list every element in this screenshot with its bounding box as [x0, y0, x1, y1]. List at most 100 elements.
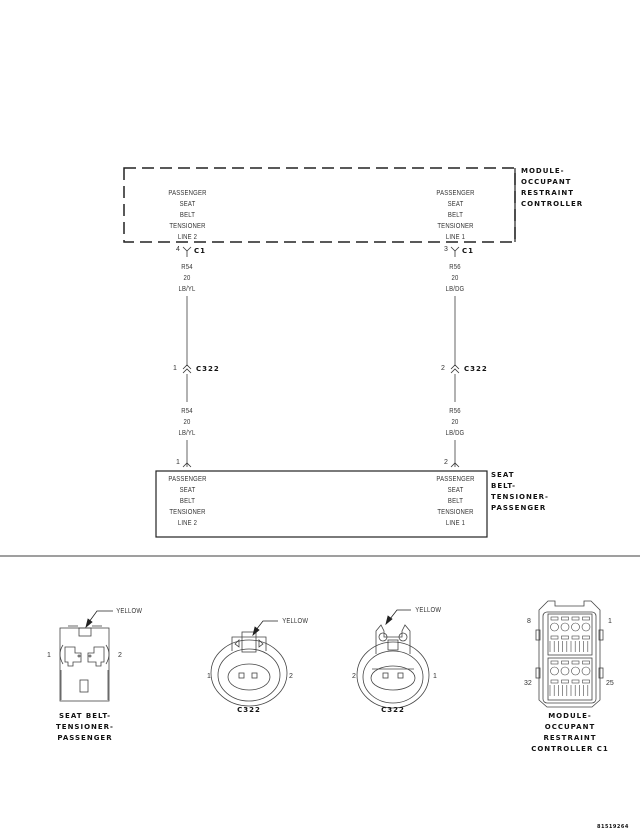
- c322-b-yellow-leader: [385, 609, 411, 626]
- cavity-latch: [550, 635, 559, 640]
- cavity-latch: [582, 660, 590, 665]
- caption-line: C322: [237, 706, 261, 714]
- tensioner-pin-right: 2: [444, 459, 448, 466]
- cavity-latch: [582, 616, 590, 621]
- tensioner-connector-face: [59, 625, 110, 702]
- circuit-text: BELT: [179, 498, 196, 505]
- caption-line: RESTRAINT: [543, 734, 597, 742]
- tensioner-face-pin-2: 2: [118, 652, 122, 659]
- c322-pin-left: 1: [173, 365, 177, 372]
- cavity-latch: [550, 660, 559, 665]
- caption-line: OCCUPANT: [544, 723, 596, 731]
- wire-circuit: R54: [181, 264, 193, 271]
- module-name: MODULE- OCCUPANT RESTRAINT CONTROLLER: [521, 166, 583, 210]
- tensioner-yellow-leader: [85, 610, 113, 629]
- circuit-text: TENSIONER: [169, 223, 206, 230]
- module-c1-caption: MODULE- OCCUPANT RESTRAINT CONTROLLER C1: [520, 711, 620, 755]
- tensioner-face-pin-1: 1: [47, 652, 51, 659]
- tensioner-pin1-symbol: [182, 462, 192, 468]
- circuit-text: BELT: [179, 212, 196, 219]
- circuit-text: TENSIONER: [169, 509, 206, 516]
- circuit-text: PASSENGER: [436, 476, 475, 483]
- tensioner-name: SEAT BELT- TENSIONER- PASSENGER: [491, 470, 549, 514]
- caption-line: MODULE-: [548, 712, 592, 720]
- c1-label-right: C1: [462, 247, 475, 255]
- caption-line: PASSENGER: [57, 734, 113, 742]
- c322-left-symbol: [182, 364, 192, 374]
- cavity-latch: [571, 660, 580, 665]
- component-name-line: PASSENGER: [491, 504, 547, 512]
- circuit-text: PASSENGER: [168, 476, 207, 483]
- module-c1-pin-32: 32: [524, 680, 532, 687]
- caption-line: C322: [381, 706, 405, 714]
- wire-gauge: 20: [183, 419, 191, 426]
- module-c1-face: [535, 600, 604, 708]
- module-c1-pin-1: 1: [608, 618, 612, 625]
- circuit-text: LINE 2: [177, 520, 198, 527]
- c322-face-b: [356, 624, 430, 709]
- cavity-latch: [582, 679, 590, 684]
- tensioner-caption: SEAT BELT- TENSIONER- PASSENGER: [40, 711, 130, 744]
- wire-color: LB/DG: [445, 430, 465, 437]
- component-name-line: CONTROLLER: [521, 200, 584, 208]
- cavity: [581, 666, 591, 676]
- cavity-latch: [550, 616, 559, 621]
- c1-pin-left: 4: [176, 246, 180, 253]
- cavity-latch: [561, 679, 569, 684]
- wire-color: LB/YL: [178, 430, 196, 437]
- cavity: [560, 666, 570, 676]
- c1-label-left: C1: [194, 247, 207, 255]
- cavity-latch: [561, 616, 569, 621]
- cavity: [571, 622, 580, 632]
- circuit-text: PASSENGER: [168, 190, 207, 197]
- circuit-text: LINE 2: [177, 234, 198, 241]
- tensioner-pin2-symbol: [450, 462, 460, 468]
- circuit-text: TENSIONER: [437, 223, 474, 230]
- wire-label-r56-lower: R56 20 LB/DG: [438, 406, 472, 439]
- module-c1-cavities: [549, 616, 591, 696]
- wire-label-r54-lower: R54 20 LB/YL: [170, 406, 204, 439]
- wire-circuit: R56: [449, 408, 461, 415]
- cavity-latch: [571, 635, 580, 640]
- wire-label-r54-upper: R54 20 LB/YL: [170, 262, 204, 295]
- wire-color: LB/YL: [178, 286, 196, 293]
- circuit-text: SEAT: [447, 487, 464, 494]
- caption-line: SEAT BELT-: [59, 712, 111, 720]
- circuit-text: LINE 1: [445, 234, 466, 241]
- c322-a-pin-1: 1: [207, 673, 211, 680]
- circuit-text: BELT: [447, 212, 464, 219]
- c322-face-a: [210, 631, 288, 707]
- c322-label-left: C322: [196, 365, 220, 373]
- tensioner-left-circuit: PASSENGER SEAT BELT TENSIONER LINE 2: [156, 474, 220, 529]
- cavity: [560, 622, 570, 632]
- caption-line: CONTROLLER C1: [531, 745, 609, 753]
- c322-label-right: C322: [464, 365, 488, 373]
- circuit-text: LINE 1: [445, 520, 466, 527]
- figure-id: 81519264: [597, 824, 629, 830]
- component-name-line: RESTRAINT: [521, 189, 575, 197]
- c322-a-pin-2: 2: [289, 673, 293, 680]
- component-name-line: OCCUPANT: [521, 178, 572, 186]
- component-name-line: BELT-: [491, 482, 517, 490]
- c322-a-caption: C322: [229, 705, 269, 716]
- c322-a-color-label: YELLOW: [282, 618, 309, 625]
- c1-right-symbol: [450, 246, 460, 257]
- tensioner-pin-left: 1: [176, 459, 180, 466]
- module-left-circuit: PASSENGER SEAT BELT TENSIONER LINE 2: [156, 188, 220, 243]
- component-name-line: MODULE-: [521, 167, 565, 175]
- circuit-text: SEAT: [179, 487, 196, 494]
- cavity: [581, 622, 591, 632]
- cavity: [550, 666, 559, 676]
- module-right-circuit: PASSENGER SEAT BELT TENSIONER LINE 1: [424, 188, 488, 243]
- c322-a-yellow-leader: [252, 620, 278, 637]
- component-name-line: SEAT: [491, 471, 515, 479]
- cavity-latch: [582, 635, 590, 640]
- module-c1-pin-25: 25: [606, 680, 614, 687]
- circuit-text: SEAT: [447, 201, 464, 208]
- tensioner-boundary: [155, 470, 488, 538]
- wire-circuit: R54: [181, 408, 193, 415]
- cavity-latch: [571, 616, 580, 621]
- caption-line: TENSIONER-: [56, 723, 114, 731]
- c322-right-symbol: [450, 364, 460, 374]
